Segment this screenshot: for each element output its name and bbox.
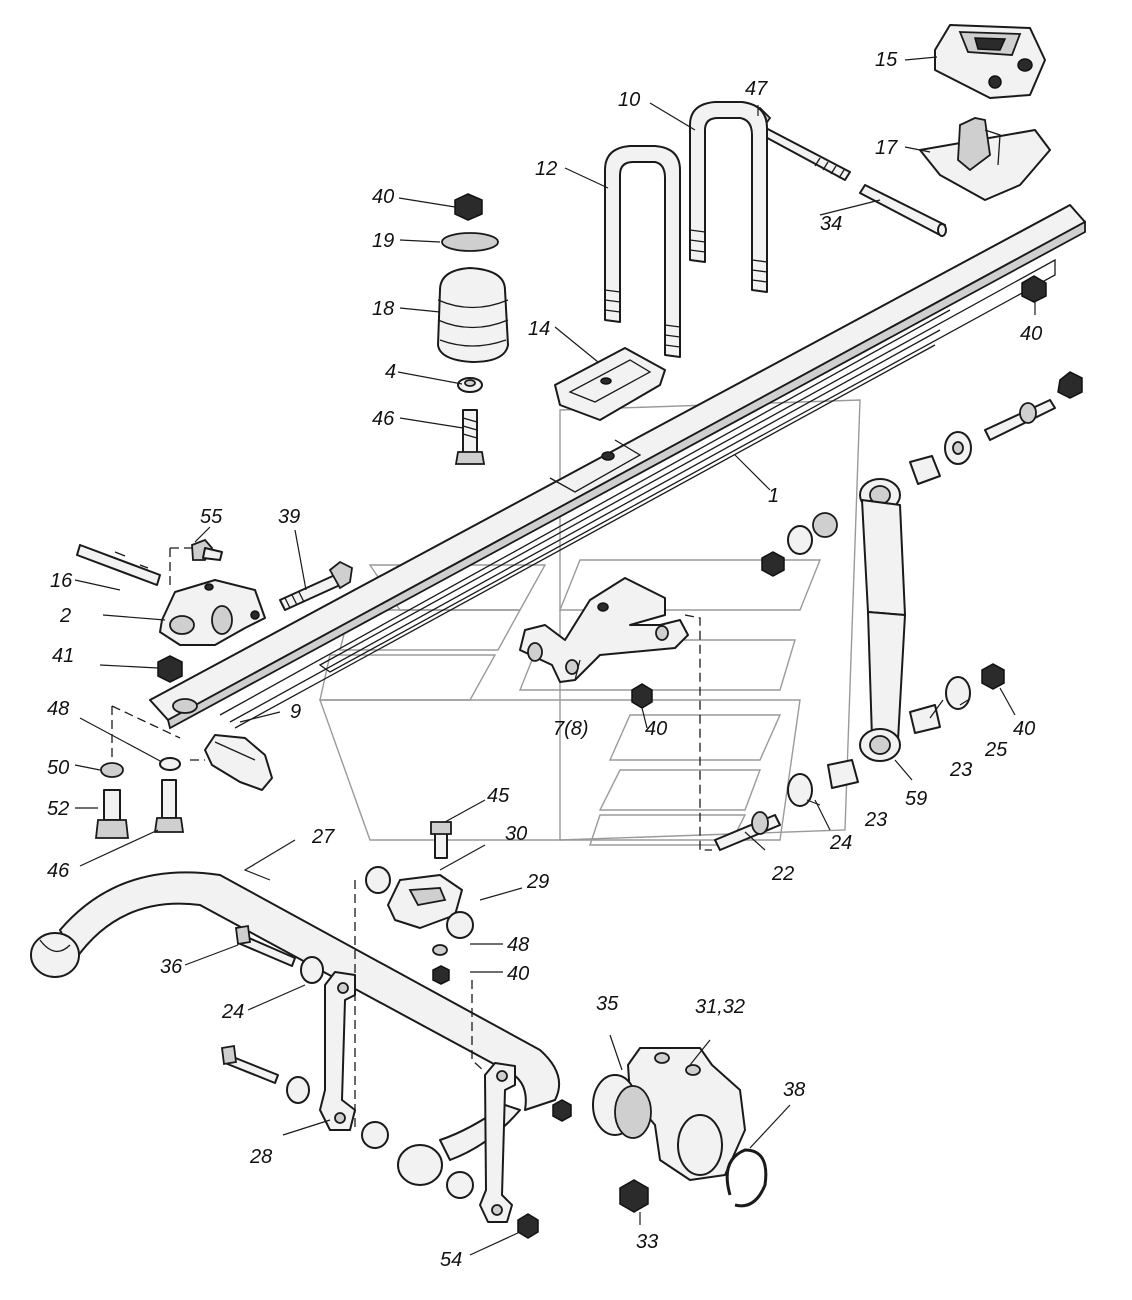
label-48b: 48 — [507, 934, 529, 956]
label-2: 2 — [59, 605, 71, 627]
label-34: 34 — [820, 213, 842, 235]
label-28: 28 — [249, 1146, 272, 1168]
u-bolt-12 — [604, 145, 681, 358]
label-38: 38 — [783, 1079, 805, 1101]
label-31-32: 31,32 — [695, 996, 745, 1018]
retaining-ring — [725, 1148, 768, 1208]
label-47: 47 — [745, 78, 768, 100]
label-35: 35 — [596, 993, 619, 1015]
label-7-8: 7(8) — [553, 718, 589, 740]
label-12: 12 — [535, 158, 557, 180]
bushing-lower-2 — [446, 1171, 474, 1199]
pin — [859, 184, 947, 237]
front-shackle-bracket — [159, 579, 266, 646]
spring-saddle — [919, 117, 1051, 201]
label-17: 17 — [875, 137, 898, 159]
label-14: 14 — [528, 318, 550, 340]
u-bolt-10 — [689, 101, 768, 293]
label-36: 36 — [160, 956, 183, 978]
label-29: 29 — [526, 871, 549, 893]
label-45: 45 — [487, 785, 510, 807]
label-40-top: 40 — [372, 186, 394, 208]
nut-33 — [619, 1179, 649, 1213]
label-24a: 24 — [829, 832, 852, 854]
label-25: 25 — [984, 739, 1008, 761]
assembly-lines — [111, 547, 712, 1130]
nut-41 — [157, 655, 183, 683]
grease-fitting — [191, 538, 223, 561]
label-48a: 48 — [47, 698, 69, 720]
label-15: 15 — [875, 49, 898, 71]
bump-stop-assembly — [437, 193, 509, 465]
label-39: 39 — [278, 506, 300, 528]
label-30: 30 — [505, 823, 527, 845]
bushing-lower-1 — [361, 1121, 389, 1149]
shock-absorber — [859, 478, 906, 762]
lower-shock-pin — [714, 663, 1005, 851]
label-52: 52 — [47, 798, 69, 820]
label-23b: 23 — [864, 809, 887, 831]
label-41: 41 — [52, 645, 74, 667]
label-40-bracket: 40 — [645, 718, 667, 740]
spring-pin — [76, 544, 161, 586]
bolt-39 — [279, 560, 353, 611]
bracket-7-8 — [519, 577, 689, 709]
upper-shock-pin — [761, 371, 1083, 577]
spring-pad-plate — [554, 347, 666, 421]
label-54: 54 — [440, 1249, 462, 1271]
label-27: 27 — [311, 826, 335, 848]
leader-lines — [74, 56, 1036, 1256]
nut-right-top — [1021, 275, 1047, 303]
stabilizer-clamp — [627, 1047, 746, 1181]
bracket-9 — [204, 734, 273, 791]
stabilizer-link-28 — [319, 971, 356, 1131]
link-bolts-and-washers — [220, 924, 324, 1104]
label-10: 10 — [618, 89, 640, 111]
nut-54 — [517, 1213, 539, 1239]
label-46a: 46 — [372, 408, 395, 430]
stabilizer-bar — [30, 871, 560, 1186]
label-18: 18 — [372, 298, 394, 320]
stabilizer-bracket-30 — [365, 821, 474, 985]
stabilizer-link-right — [479, 1062, 516, 1223]
label-40-stab: 40 — [507, 963, 529, 985]
label-50: 50 — [47, 757, 69, 779]
leaf-spring — [149, 204, 1086, 730]
label-22: 22 — [771, 863, 794, 885]
spring-bracket-top — [934, 24, 1046, 99]
fastener-group-left — [94, 757, 185, 839]
label-33: 33 — [636, 1231, 658, 1253]
label-55: 55 — [200, 506, 223, 528]
label-40-shock: 40 — [1013, 718, 1035, 740]
label-59: 59 — [905, 788, 927, 810]
nut-mid — [552, 1099, 572, 1122]
label-24b: 24 — [221, 1001, 244, 1023]
rubber-bushing-35 — [592, 1074, 652, 1139]
label-46b: 46 — [47, 860, 70, 882]
label-19: 19 — [372, 230, 394, 252]
label-4: 4 — [385, 361, 396, 383]
label-9: 9 — [290, 701, 301, 723]
label-23a: 23 — [949, 759, 972, 781]
label-16: 16 — [50, 570, 73, 592]
part-labels: 1 2 4 7(8) 9 10 12 14 15 16 17 18 19 22 … — [47, 49, 1042, 1271]
label-1: 1 — [768, 485, 779, 507]
label-40-right: 40 — [1020, 323, 1042, 345]
